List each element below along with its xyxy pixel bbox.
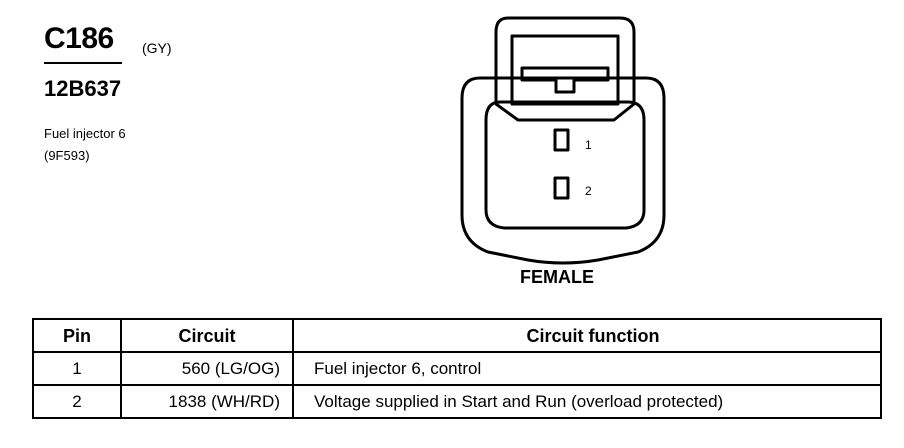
connector-id: C186 xyxy=(44,22,114,55)
pin-cavity-2 xyxy=(553,176,570,200)
cell-pin: 1 xyxy=(32,351,122,386)
table-header-row: Pin Circuit Circuit function xyxy=(32,318,882,353)
view-label: FEMALE xyxy=(520,267,594,287)
pinout-table: Pin Circuit Circuit function 1 560 (LG/O… xyxy=(32,318,882,419)
cell-circuit-function: Voltage supplied in Start and Run (overl… xyxy=(292,384,882,419)
header-pin: Pin xyxy=(32,318,122,353)
pin-number-label: 1 xyxy=(585,138,592,152)
cell-pin: 2 xyxy=(32,384,122,419)
latch-notch xyxy=(520,66,610,94)
cell-circuit: 560 (LG/OG) xyxy=(120,351,294,386)
connector-face-drawing xyxy=(460,16,666,265)
component-name: Fuel injector 6 xyxy=(44,126,126,141)
connector-inner-housing xyxy=(484,100,646,230)
locking-tab xyxy=(494,16,636,122)
pin-cavity-1 xyxy=(553,128,570,152)
cell-circuit-function: Fuel injector 6, control xyxy=(292,351,882,386)
table-row: 1 560 (LG/OG) Fuel injector 6, control xyxy=(32,351,882,386)
header-circuit-function: Circuit function xyxy=(292,318,882,353)
connector-color: (GY) xyxy=(142,40,172,56)
table-row: 2 1838 (WH/RD) Voltage supplied in Start… xyxy=(32,384,882,419)
connector-outer-housing xyxy=(460,76,666,265)
part-number: 12B637 xyxy=(44,76,122,101)
header-circuit: Circuit xyxy=(120,318,294,353)
component-ref: (9F593) xyxy=(44,148,90,163)
cell-circuit: 1838 (WH/RD) xyxy=(120,384,294,419)
locking-tab-inner xyxy=(510,34,620,106)
pin-number-label: 2 xyxy=(585,184,592,198)
connector-id-underline xyxy=(44,62,122,64)
